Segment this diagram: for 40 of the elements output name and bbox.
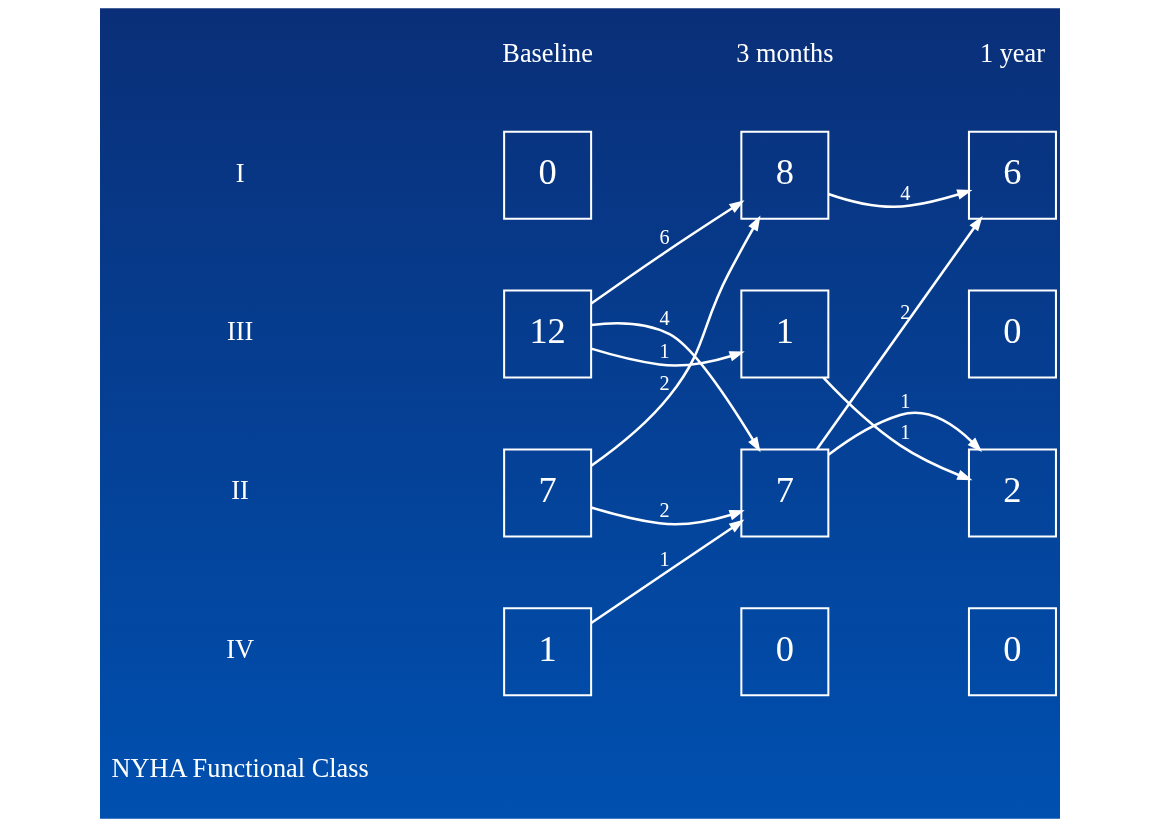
arrow [827,189,973,208]
label: III [226,317,254,347]
arrow [590,347,745,367]
label: NYHA Functional Class [111,754,369,784]
node-box: 0 [967,289,1057,379]
edge-label: 4 [900,181,911,204]
node-box: 0 [503,130,593,220]
node-box: 7 [740,448,830,538]
arrow [591,321,761,453]
label: IV [226,635,254,665]
arrow [590,215,761,467]
node-box: 8 [740,130,830,220]
edge-label: 4 [659,306,670,329]
edge-label: 1 [659,547,670,570]
arrow [590,506,745,526]
label: 1 year [979,39,1045,69]
node-box: 7 [503,448,593,538]
edge-label: 1 [659,340,670,363]
label: I [235,158,245,188]
label: 3 months [736,39,834,69]
node-box: 6 [967,130,1057,220]
label: Baseline [502,39,593,69]
edge-label: 2 [900,300,911,323]
edge-label: 2 [659,371,670,394]
edge-label: 1 [900,421,911,444]
arrow [590,200,745,305]
node-box: 0 [740,607,830,697]
arrow [822,376,973,481]
label: II [231,476,249,506]
node-box: 12 [503,289,593,379]
edge-label: 1 [900,389,911,412]
node-box: 0 [967,607,1057,697]
node-box: 2 [967,448,1057,538]
edge-label: 6 [659,226,670,249]
arrow [590,519,745,624]
node-box: 1 [740,289,830,379]
edge-label: 2 [659,499,670,522]
arrow [815,215,983,451]
node-box: 1 [503,607,593,697]
arrow [827,411,983,456]
